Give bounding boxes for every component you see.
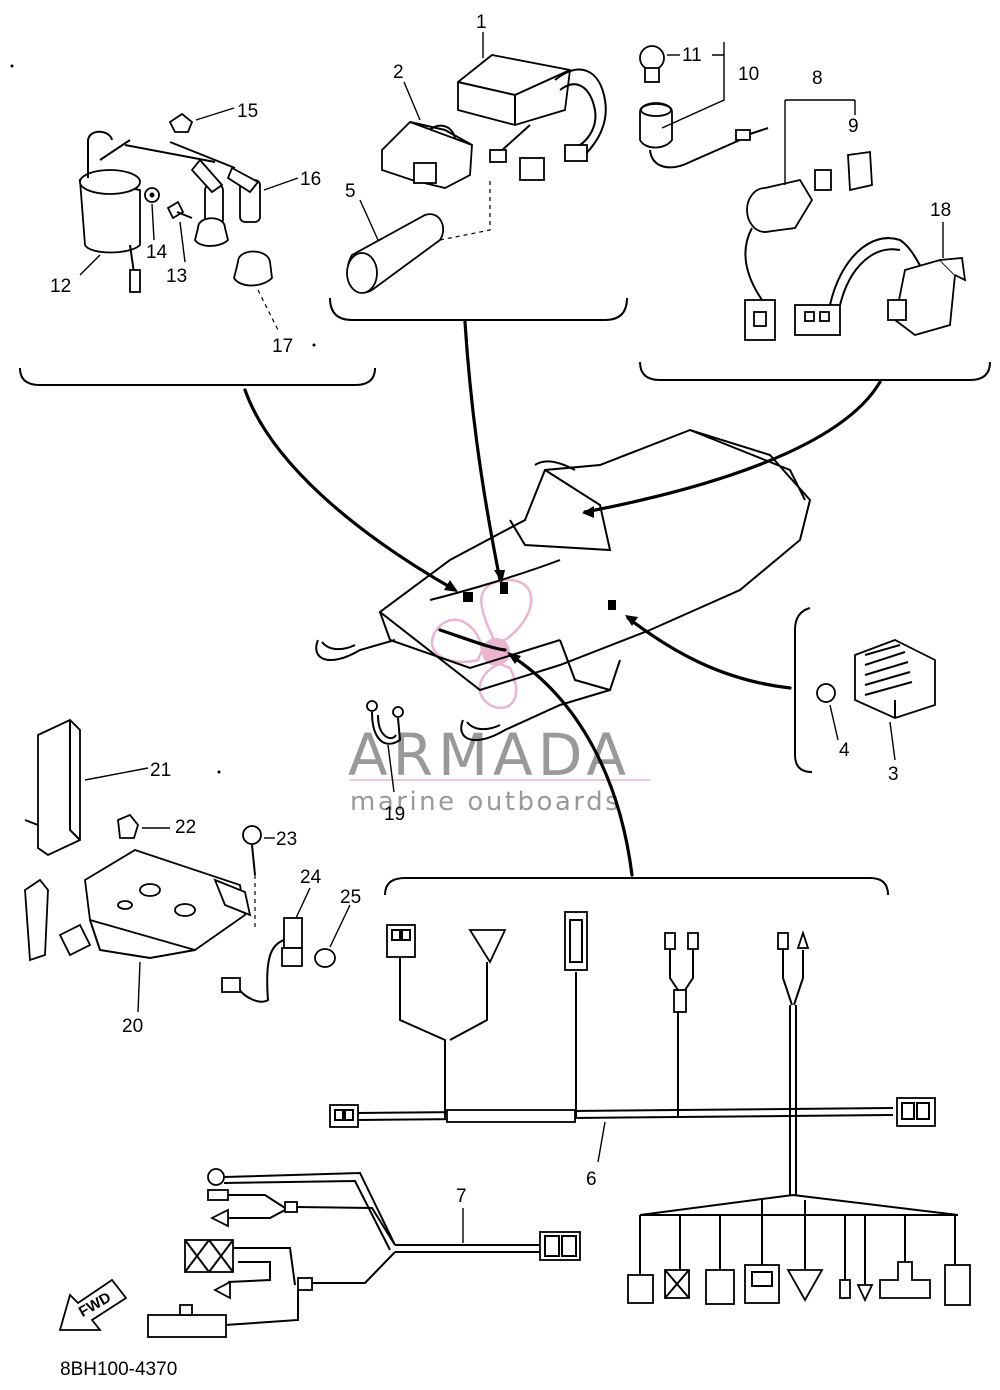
callout-20: 20	[122, 1016, 143, 1037]
part-24-sensor[interactable]	[221, 917, 303, 1003]
snowmobile-outline	[315, 428, 812, 741]
bracket-center	[329, 297, 628, 321]
callout-13: 13	[166, 266, 187, 287]
callout-16: 16	[300, 169, 321, 190]
part-25-cap[interactable]	[314, 948, 336, 968]
watermark-logo: ARMADA marine outboards	[348, 578, 650, 817]
bracket-left	[19, 367, 376, 386]
bracket-right	[639, 361, 991, 381]
callout-2: 2	[393, 62, 404, 83]
part-2-bracket[interactable]	[381, 120, 473, 189]
part-12-ignition-coil[interactable]	[79, 130, 141, 293]
callout-5: 5	[345, 181, 356, 202]
part-6-wire-harness[interactable]	[329, 911, 971, 1306]
callout-18: 18	[930, 200, 951, 221]
callout-21: 21	[150, 760, 171, 781]
callout-8: 8	[812, 68, 823, 89]
callout-24: 24	[300, 867, 322, 888]
leader-right-group	[583, 380, 882, 514]
leader-harness	[508, 653, 634, 877]
leader-center-group	[463, 320, 502, 582]
part-19-band[interactable]	[366, 700, 404, 745]
callout-4: 4	[839, 740, 850, 761]
part-16-plug-caps[interactable]	[124, 141, 261, 226]
drawing-code: 8BH100-4370	[60, 1359, 177, 1380]
watermark-tagline: marine outboards	[350, 787, 621, 817]
callout-15: 15	[237, 101, 258, 122]
part-5-condenser[interactable]	[346, 180, 491, 294]
leader-cdi	[438, 628, 507, 652]
callout-22: 22	[175, 817, 196, 838]
callout-3: 3	[888, 764, 899, 785]
bracket-bottom	[384, 877, 889, 896]
part-3-rectifier-regulator[interactable]	[854, 639, 936, 719]
part-8-main-switch[interactable]	[744, 169, 832, 341]
part-18-stop-switch[interactable]	[794, 237, 967, 336]
part-7-sub-harness[interactable]	[147, 1168, 581, 1338]
part-10-socket[interactable]	[639, 102, 769, 169]
callout-25: 25	[340, 887, 361, 908]
part-11-bulb[interactable]	[639, 45, 665, 83]
callout-9: 9	[848, 116, 859, 137]
callout-11: 11	[682, 45, 702, 66]
bracket-regulator	[794, 607, 813, 773]
part-23-bolt[interactable]	[242, 825, 262, 930]
part-21-cover[interactable]	[24, 718, 81, 857]
part-17-grommets[interactable]	[194, 217, 279, 331]
callout-23: 23	[276, 829, 297, 850]
part-15-clip[interactable]	[168, 112, 194, 133]
part-9-key[interactable]	[847, 150, 873, 192]
part-14-washer[interactable]	[144, 187, 160, 203]
fwd-arrow-icon: FWD	[58, 1278, 128, 1331]
part-20-bracket-assembly[interactable]	[24, 849, 252, 962]
callout-1: 1	[476, 12, 487, 33]
leader-left-group	[243, 388, 457, 592]
callout-14: 14	[146, 242, 168, 263]
part-13-bolt[interactable]	[166, 200, 193, 220]
watermark-brand: ARMADA	[348, 721, 631, 789]
callout-6: 6	[586, 1169, 597, 1190]
part-22-nut[interactable]	[117, 813, 140, 839]
callout-19: 19	[384, 804, 405, 825]
part-1-cdi-unit[interactable]	[457, 54, 607, 181]
callout-17: 17	[272, 336, 293, 357]
part-4-nut[interactable]	[816, 683, 836, 703]
callout-7: 7	[456, 1186, 467, 1207]
callout-12: 12	[50, 276, 71, 297]
leader-regulator	[626, 616, 792, 690]
callout-10: 10	[738, 64, 759, 85]
